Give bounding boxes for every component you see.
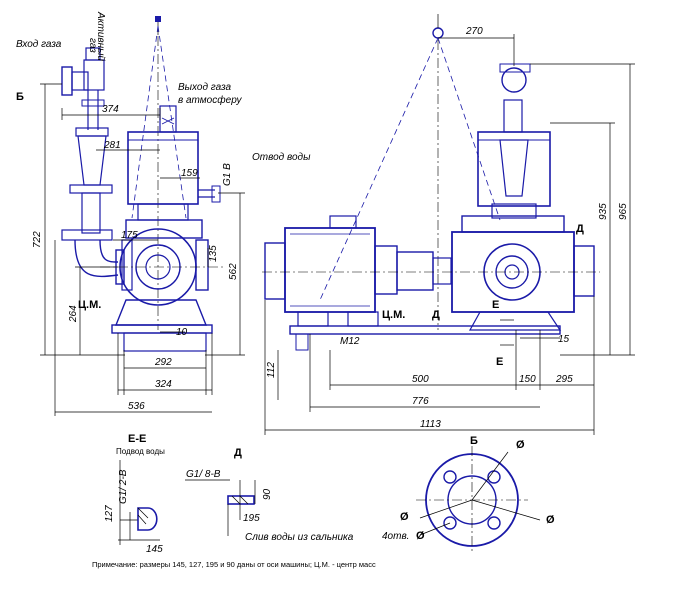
- dim-536: 536: [128, 401, 145, 412]
- dim-90: 90: [262, 488, 273, 500]
- dim-324: 324: [155, 379, 172, 390]
- d-right-label-2: Д: [576, 223, 584, 235]
- gas-inlet-label: Вход газа: [16, 39, 62, 50]
- active-gas-label-2: газ: [87, 38, 98, 53]
- dim-15: 15: [558, 334, 570, 345]
- dim-127: 127: [104, 505, 115, 522]
- dim-722: 722: [32, 231, 43, 248]
- e-top-label: Е: [492, 299, 499, 311]
- dim-195: 195: [243, 513, 260, 524]
- front-view-dimensions: [264, 34, 635, 435]
- cm-left-label: Ц.М.: [78, 299, 101, 311]
- section-title: Е-Е: [128, 433, 146, 445]
- dim-264: 264: [68, 305, 79, 323]
- e-bottom-label: Е: [496, 356, 503, 368]
- d-right-label: Д: [432, 309, 440, 321]
- dimension-values: 374 281 159 175 135 10 722 264 562 292 3…: [32, 26, 629, 555]
- gas-outlet-label-2: в атмосферу: [178, 94, 242, 106]
- note-text: Примечание: размеры 145, 127, 195 и 90 д…: [92, 560, 376, 569]
- dim-270: 270: [465, 26, 483, 37]
- dim-281: 281: [103, 140, 121, 151]
- dim-10: 10: [176, 327, 188, 338]
- water-outlet-label: Отвод воды: [252, 152, 311, 163]
- g-eighth-label: G1/ 8-В: [186, 469, 221, 480]
- labels: Вход газа Активный газ Выход газа в атмо…: [16, 11, 584, 569]
- gland-water-label: Слив воды из сальника: [245, 532, 354, 543]
- cm-right-label: Ц.М.: [382, 309, 405, 321]
- side-view-dimensions: [40, 83, 245, 416]
- dim-295: 295: [555, 374, 573, 385]
- detail-d-title: Д: [234, 447, 242, 459]
- dim-175: 175: [121, 230, 138, 241]
- dim-776: 776: [412, 396, 429, 407]
- dim-159: 159: [181, 168, 198, 179]
- view-b-marker-left: Б: [16, 91, 24, 103]
- section-ee: [118, 460, 160, 545]
- dim-935: 935: [598, 203, 609, 220]
- diam-d: Ø: [416, 530, 425, 542]
- detail-d: [185, 479, 256, 536]
- gas-outlet-label-1: Выход газа: [178, 82, 231, 93]
- g-thread-label: G1 B: [222, 163, 233, 186]
- dim-562: 562: [228, 263, 239, 280]
- diam-c: Ø: [400, 511, 409, 523]
- dim-500: 500: [412, 374, 429, 385]
- g-half-label: G1/ 2-В: [118, 469, 129, 504]
- front-view: [262, 14, 635, 435]
- diam-b: Ø: [546, 514, 555, 526]
- section-subtitle: Подвод воды: [116, 447, 165, 456]
- diam-a: Ø: [516, 439, 525, 451]
- dim-374: 374: [102, 104, 119, 115]
- holes-label: 4отв.: [382, 531, 409, 542]
- dim-292: 292: [154, 357, 172, 368]
- dim-135: 135: [208, 245, 219, 262]
- dim-112: 112: [266, 362, 277, 378]
- side-view: [40, 16, 245, 416]
- dim-150: 150: [519, 374, 536, 385]
- dim-145: 145: [146, 544, 163, 555]
- dim-965: 965: [618, 203, 629, 220]
- m12-label: М12: [340, 336, 360, 347]
- active-gas-label-1: Активный: [95, 11, 106, 61]
- dim-1113: 1113: [420, 419, 441, 430]
- view-b-title: Б: [470, 435, 478, 447]
- view-b-flange: [416, 446, 541, 554]
